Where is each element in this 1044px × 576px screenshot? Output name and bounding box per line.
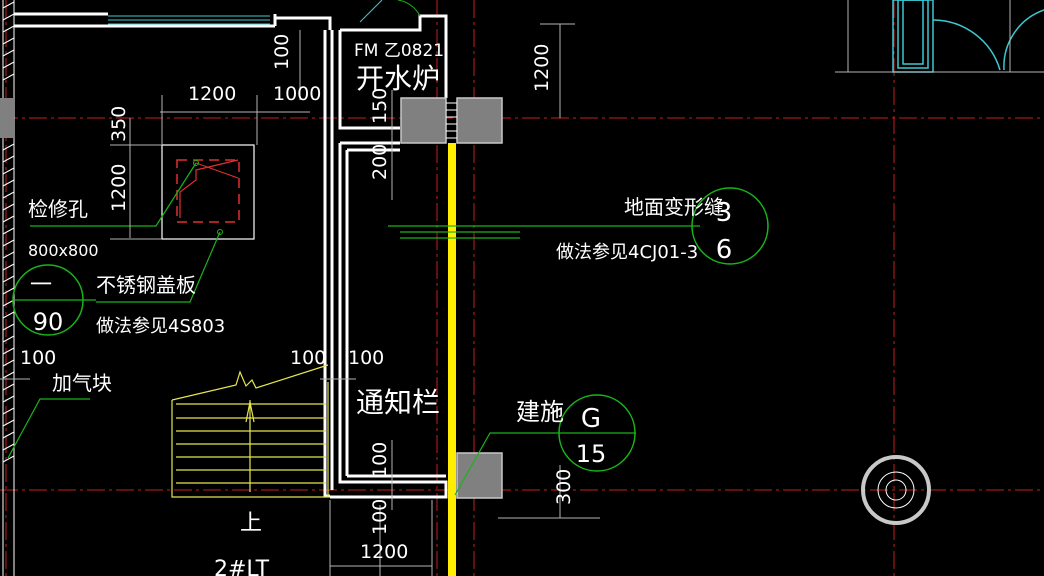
expansion-joint-line [448, 143, 456, 576]
structural-columns [400, 97, 503, 499]
right-door-frame [892, 0, 1044, 73]
dim-1200-right: 1200 [531, 44, 553, 92]
dim-200: 200 [369, 144, 391, 180]
top-cyan-leader [359, 0, 383, 23]
stair-outline [171, 382, 329, 498]
boiler-room-label: 开水炉 [356, 62, 440, 95]
elevator-label: 2#LT [214, 557, 270, 576]
top-wall [14, 12, 332, 30]
column-1 [400, 97, 447, 144]
round-column [861, 455, 931, 525]
dim-100-mid: 100 [290, 347, 326, 369]
column-gap-hatch [446, 102, 457, 139]
inspection-hole-inner [176, 159, 240, 223]
leader-cover-plate [96, 231, 221, 303]
hole-size-label: 800x800 [28, 241, 99, 260]
left-column-stub [0, 98, 14, 138]
leader-dot-1 [193, 160, 199, 166]
dim-1200-bottom: 1200 [360, 541, 408, 563]
joint-ref-label: 做法参见4CJ01-3 [556, 242, 698, 263]
bubble-2-bottom: 6 [716, 235, 733, 265]
floor-joint-label: 地面变形缝 [624, 195, 724, 219]
dim-150: 150 [369, 88, 391, 124]
leader-dot-2 [217, 229, 223, 235]
stair-break-line [171, 364, 329, 401]
inspection-hole-mark [179, 159, 239, 218]
dim-1200-side: 1200 [108, 164, 130, 212]
detail-bubble-1[interactable]: 一 90 [12, 264, 96, 336]
door-code-label: FM 乙0821 [354, 41, 444, 61]
dim-350: 350 [108, 106, 130, 142]
stair-up-label: 上 [240, 511, 262, 536]
bubble-1-top: 一 [30, 273, 52, 298]
dim-300: 300 [553, 469, 575, 505]
dim-1000-top: 1000 [273, 83, 321, 105]
dim-100-left: 100 [20, 347, 56, 369]
leader-construction [454, 432, 636, 496]
left-wall-hatch [2, 0, 15, 576]
bubble-1-bottom: 90 [33, 308, 64, 336]
top-door-swing [397, 0, 421, 17]
bubble-2-top: 3 [716, 198, 733, 228]
top-window [108, 15, 270, 25]
leader-aerated-block [7, 398, 90, 459]
construction-label: 建施 [516, 398, 564, 426]
inspection-hole-label: 检修孔 [28, 197, 88, 221]
inspection-hole-outline [161, 144, 255, 240]
dim-1200-top: 1200 [188, 83, 236, 105]
column-2 [456, 97, 503, 144]
cover-plate-label: 不锈钢盖板 [96, 273, 196, 297]
detail-bubble-2[interactable]: 3 6 [691, 187, 769, 265]
stair-arrow-head [245, 401, 255, 423]
dimension-lines [0, 23, 600, 576]
bubble-3-bottom: 15 [576, 440, 607, 468]
dim-100-a: 100 [271, 34, 293, 70]
cover-ref-label: 做法参见4S803 [96, 316, 225, 337]
dim-100-bottom: 100 [369, 499, 391, 535]
staircase [171, 364, 329, 498]
detail-bubble-3[interactable]: G 15 [558, 394, 636, 472]
dim-100-low: 100 [369, 442, 391, 478]
leader-lines [7, 162, 700, 496]
column-3 [456, 452, 503, 499]
notice-board-label: 通知栏 [356, 386, 440, 419]
dim-100-right: 100 [348, 347, 384, 369]
leader-inspection-hole [30, 162, 197, 227]
bubble-3-top: G [581, 404, 601, 434]
aerated-block-label: 加气块 [52, 371, 112, 395]
